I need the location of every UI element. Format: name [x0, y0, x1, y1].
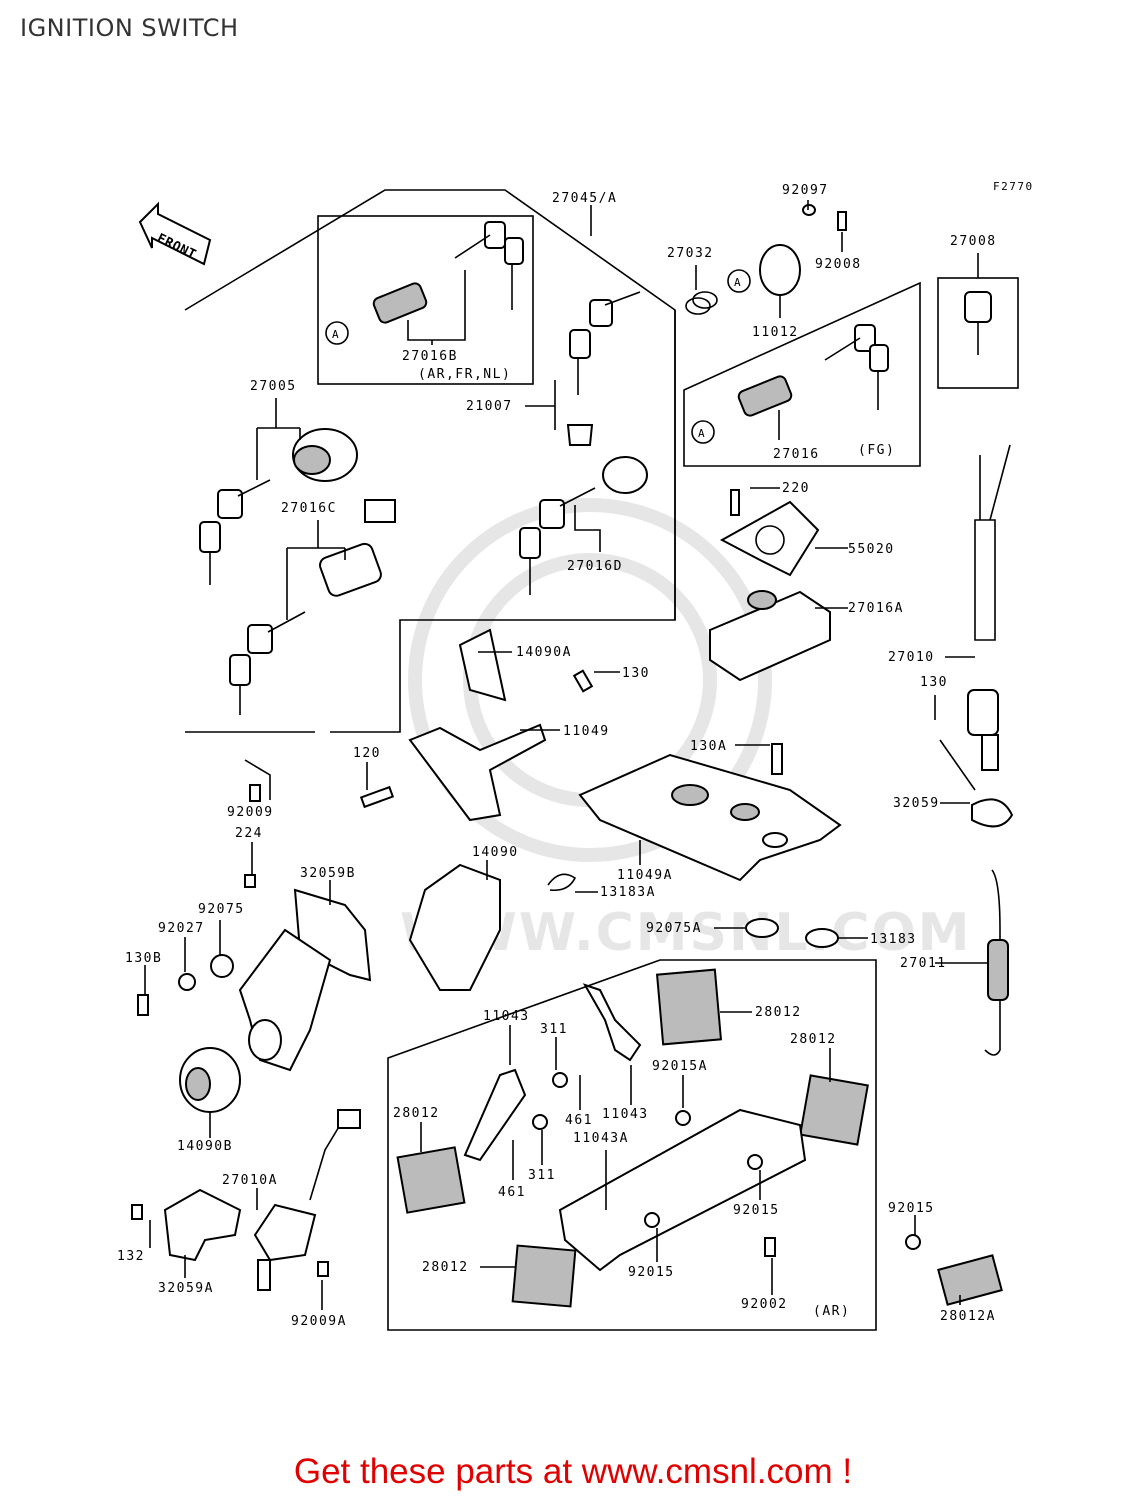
label-92015-b: 92015: [888, 1201, 935, 1216]
label-311-b: 311: [528, 1168, 556, 1183]
label-224: 224: [235, 826, 263, 841]
footer-suffix: !: [832, 1452, 853, 1491]
lower-group-outline: [387, 959, 877, 1331]
label-27010: 27010: [888, 650, 935, 665]
label-28012-b: 28012: [790, 1032, 837, 1047]
label-32059b: 32059B: [300, 866, 356, 881]
label-11043-a: 11043: [483, 1009, 530, 1024]
label-27005: 27005: [250, 379, 297, 394]
label-27016b: 27016B: [402, 349, 458, 364]
label-14090: 14090: [472, 845, 519, 860]
circle-a-markers: A A A: [325, 269, 751, 444]
label-27016: 27016: [773, 447, 820, 462]
footer-link[interactable]: www.cmsnl.com: [581, 1452, 833, 1491]
label-92015-c: 92015: [628, 1265, 675, 1280]
label-11012: 11012: [752, 325, 799, 340]
label-28012-a: 28012: [755, 1005, 802, 1020]
label-92015-a: 92015: [733, 1203, 780, 1218]
label-27010a: 27010A: [222, 1173, 278, 1188]
label-92009: 92009: [227, 805, 274, 820]
label-120: 120: [353, 746, 381, 761]
key-box-27016B: [317, 215, 534, 385]
label-92075a: 92075A: [646, 921, 702, 936]
label-461-a: 461: [565, 1113, 593, 1128]
label-27045-a: 27045/A: [552, 191, 617, 206]
footer-banner: Get these parts at www.cmsnl.com !: [0, 1452, 1146, 1492]
label-130-right: 130: [920, 675, 948, 690]
label-311-a: 311: [540, 1022, 568, 1037]
label-27016a: 27016A: [848, 601, 904, 616]
label-92009a: 92009A: [291, 1314, 347, 1329]
label-11043a: 11043A: [573, 1131, 629, 1146]
label-27016c: 27016C: [281, 501, 337, 516]
svg-text:A: A: [734, 276, 742, 289]
part-shapes: [131, 204, 1014, 1308]
label-461-b: 461: [498, 1185, 526, 1200]
label-220: 220: [782, 481, 810, 496]
label-130a: 130A: [690, 739, 727, 754]
label-92075: 92075: [198, 902, 245, 917]
label-11049: 11049: [563, 724, 610, 739]
label-27008: 27008: [950, 234, 997, 249]
label-21007: 21007: [466, 399, 513, 414]
label-13183: 13183: [870, 932, 917, 947]
label-14090b: 14090B: [177, 1139, 233, 1154]
label-11043-b: 11043: [602, 1107, 649, 1122]
label-28012-d: 28012: [422, 1260, 469, 1275]
figure-code: F2770: [993, 180, 1034, 193]
footer-prefix: Get these parts at: [293, 1452, 582, 1491]
label-27011: 27011: [900, 956, 947, 971]
page-title: IGNITION SWITCH: [20, 14, 239, 42]
label-28012a: 28012A: [940, 1309, 996, 1324]
svg-text:A: A: [698, 427, 706, 440]
label-32059: 32059: [893, 796, 940, 811]
label-27016b-note: (AR,FR,NL): [418, 367, 511, 382]
label-132: 132: [117, 1249, 145, 1264]
label-28012-c: 28012: [393, 1106, 440, 1121]
label-92002: 92002: [741, 1297, 788, 1312]
label-130-top: 130: [622, 666, 650, 681]
label-130b: 130B: [125, 951, 162, 966]
label-13183a: 13183A: [600, 885, 656, 900]
label-11049a: 11049A: [617, 868, 673, 883]
label-92002-note: (AR): [813, 1304, 850, 1319]
label-27032: 27032: [667, 246, 714, 261]
label-92008: 92008: [815, 257, 862, 272]
key-box-27016-fg: [683, 281, 921, 467]
label-27016d: 27016D: [567, 559, 623, 574]
label-14090a: 14090A: [516, 645, 572, 660]
label-92027: 92027: [158, 921, 205, 936]
svg-text:A: A: [332, 328, 340, 341]
leader-lines: [144, 200, 988, 1310]
label-92097: 92097: [782, 183, 829, 198]
label-92015a: 92015A: [652, 1059, 708, 1074]
part-labels: F2770 27045/A 92097 92008 27032 11012 27…: [117, 180, 1034, 1329]
label-27016-note: (FG): [858, 443, 895, 458]
label-32059a: 32059A: [158, 1281, 214, 1296]
label-55020: 55020: [848, 542, 895, 557]
front-arrow-icon: FRONT: [138, 201, 212, 266]
